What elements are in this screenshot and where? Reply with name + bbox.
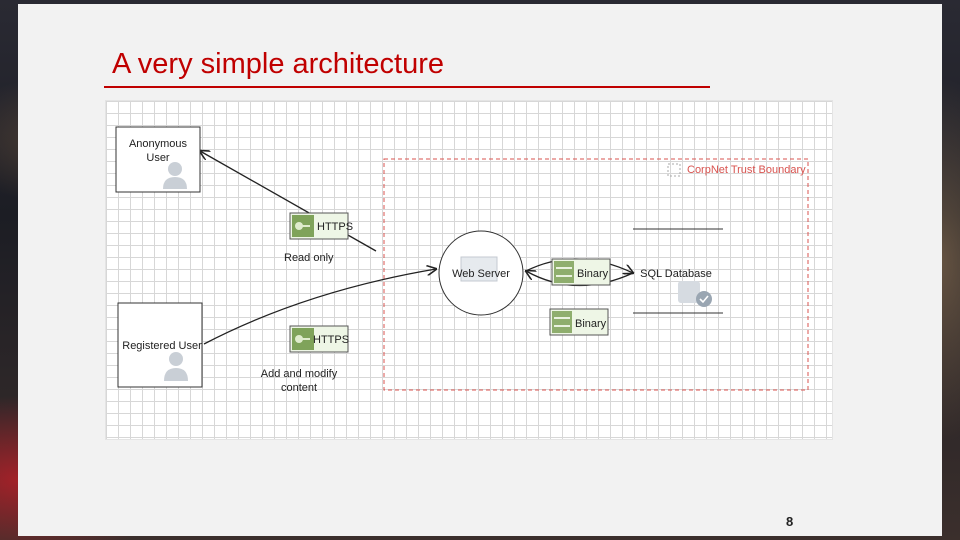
- binary-bottom-text: Binary: [575, 318, 607, 330]
- user-icon-body: [163, 177, 187, 189]
- anonymous-user-node[interactable]: Anonymous User: [115, 126, 201, 193]
- add-modify-note-2: content: [281, 382, 317, 394]
- boundary-icon: [667, 163, 681, 177]
- page-number: 8: [786, 514, 794, 529]
- user-icon: [168, 162, 182, 176]
- sql-database-node[interactable]: SQL Database: [633, 228, 723, 314]
- registered-user-node[interactable]: Registered User: [117, 302, 203, 388]
- binary-top-text: Binary: [577, 268, 609, 280]
- flow-registered-to-webserver[interactable]: [203, 269, 436, 345]
- diagram-canvas: CorpNet Trust Boundary Anonymous User Re…: [105, 100, 833, 440]
- web-server-node[interactable]: Web Server: [438, 230, 524, 316]
- https-label-top[interactable]: HTTPS: [289, 212, 353, 240]
- server-icon: [460, 256, 498, 282]
- web-server-label: Web Server: [452, 268, 510, 280]
- slide-title: A very simple architecture: [112, 48, 445, 80]
- database-icon: [678, 281, 700, 303]
- read-only-note: Read only: [284, 252, 334, 264]
- https-bottom-text: HTTPS: [313, 334, 349, 346]
- title-underline: [104, 86, 710, 88]
- sql-database-label: SQL Database: [640, 268, 712, 280]
- trust-boundary[interactable]: CorpNet Trust Boundary: [383, 158, 809, 391]
- boundary-label: CorpNet Trust Boundary: [687, 164, 806, 176]
- https-label-bottom[interactable]: HTTPS: [289, 325, 349, 353]
- user-icon: [169, 352, 183, 366]
- binary-icon: [554, 261, 574, 283]
- binary-label-top[interactable]: Binary: [551, 258, 611, 286]
- check-icon: [696, 291, 712, 307]
- anonymous-user-label-1: Anonymous: [129, 138, 188, 150]
- architecture-diagram: CorpNet Trust Boundary Anonymous User Re…: [115, 126, 809, 394]
- https-top-text: HTTPS: [317, 221, 353, 233]
- binary-icon: [552, 311, 572, 333]
- flow-webserver-to-anonymous[interactable]: [200, 151, 377, 252]
- add-modify-note-1: Add and modify: [261, 368, 338, 380]
- user-icon-body: [164, 368, 188, 381]
- registered-user-label: Registered User: [122, 340, 202, 352]
- binary-label-bottom[interactable]: Binary: [549, 308, 609, 336]
- anonymous-user-label-2: User: [146, 152, 170, 164]
